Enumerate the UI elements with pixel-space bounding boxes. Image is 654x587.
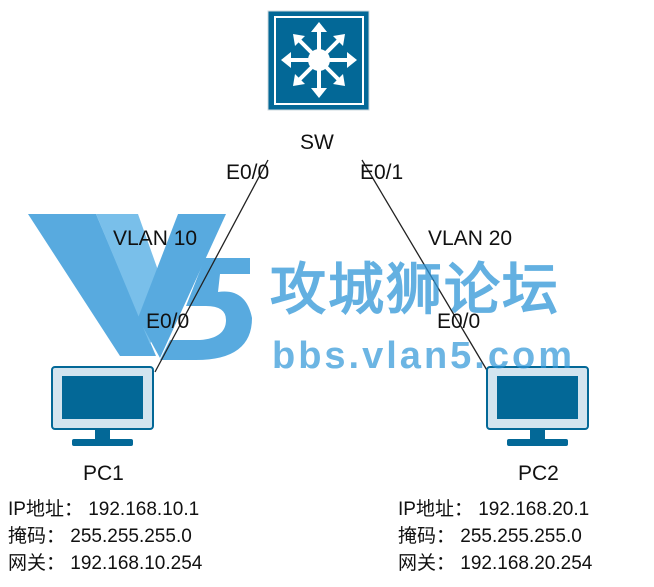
pc2-port-label: E0/0 — [437, 310, 481, 333]
watermark-logo — [28, 214, 252, 360]
pc2-ip: IP地址： 192.168.20.1 — [398, 499, 590, 520]
switch-port-left-label: E0/0 — [226, 161, 270, 184]
multilayer-switch-icon[interactable] — [267, 10, 370, 111]
link-sw-pc1 — [154, 159, 269, 373]
vlan20-label: VLAN 20 — [428, 227, 513, 250]
pc1-mask: 掩码： 255.255.255.0 — [8, 526, 192, 547]
pc2-gateway: 网关： 192.168.20.254 — [398, 553, 593, 574]
switch-port-right-label: E0/1 — [360, 161, 404, 184]
vlan10-label: VLAN 10 — [113, 227, 198, 250]
pc1-config: IP地址： 192.168.10.1 掩码： 255.255.255.0 网关：… — [8, 500, 202, 581]
pc1-name: PC1 — [83, 462, 124, 485]
link-sw-pc2 — [361, 159, 489, 373]
pc1-ip: IP地址： 192.168.10.1 — [8, 499, 200, 520]
pc1-port-label: E0/0 — [146, 310, 190, 333]
pc2-monitor-icon[interactable] — [486, 366, 589, 446]
watermark-title: 攻城狮论坛 — [270, 258, 560, 321]
pc1-monitor-icon[interactable] — [51, 366, 154, 446]
pc2-mask: 掩码： 255.255.255.0 — [398, 526, 582, 547]
switch-label: SW — [300, 131, 334, 154]
pc2-config: IP地址： 192.168.20.1 掩码： 255.255.255.0 网关：… — [398, 500, 592, 581]
watermark-url: bbs.vlan5.com — [272, 335, 575, 377]
pc2-name: PC2 — [518, 462, 559, 485]
pc1-gateway: 网关： 192.168.10.254 — [8, 553, 203, 574]
